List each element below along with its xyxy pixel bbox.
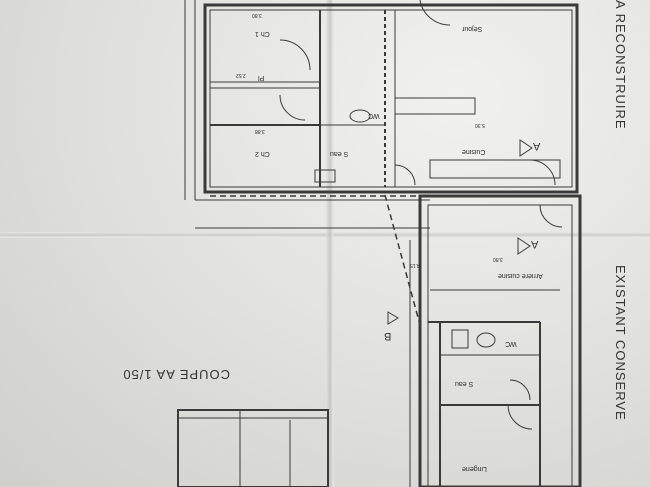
- room-label-ch2: Ch 2: [255, 150, 270, 157]
- section-arrow: [387, 311, 399, 325]
- door-swing: [279, 39, 311, 71]
- heading-existant-conserve: EXISTANT CONSERVE: [613, 265, 628, 421]
- room-label-sejour: Séjour: [462, 25, 483, 32]
- upper-wall-outline: [203, 3, 579, 194]
- room-label-pl: Pl: [258, 74, 265, 81]
- paper-fold-horizontal: [0, 232, 650, 238]
- section-line: [384, 194, 421, 326]
- upper-wall-inner: [209, 9, 573, 188]
- section-arrow: [519, 139, 533, 157]
- room-label-cuisine: Cuisine: [462, 148, 486, 155]
- basin-fixture: [314, 169, 336, 183]
- door-swing: [529, 159, 556, 186]
- heading-a-reconstruire: A RECONSTRUIRE: [613, 0, 628, 130]
- room-label-wc-lower: WC: [505, 340, 517, 347]
- room-label-seau-lower: S eau: [455, 380, 474, 387]
- toilet-fixture: [349, 109, 371, 123]
- dimension-figure: 4.15: [410, 262, 420, 268]
- section-mark-a-middle: A: [531, 238, 539, 250]
- room-label-ch1: Ch 1: [255, 30, 270, 37]
- door-swing: [539, 204, 563, 228]
- dimension-figure: 3.80: [493, 256, 503, 262]
- lower-wall-inner: [427, 204, 573, 487]
- lower-wall-outline: [418, 194, 582, 487]
- door-swing: [509, 379, 531, 401]
- door-swing: [279, 94, 306, 121]
- paper-fold-vertical: [326, 0, 334, 487]
- door-swing: [419, 0, 451, 26]
- kitchen-counter: [394, 97, 476, 115]
- dimension-figure: 2.52: [236, 72, 246, 78]
- toilet-fixture: [476, 332, 496, 348]
- kitchen-counter: [429, 159, 561, 179]
- room-label-seau-upper: S eau: [330, 150, 349, 157]
- door-swing: [394, 164, 416, 186]
- section-arrow: [517, 237, 531, 255]
- dimension-figure: 3.88: [255, 128, 265, 134]
- dimension-figure: 3.80: [252, 12, 262, 18]
- door-swing: [507, 404, 533, 430]
- room-label-wc-upper: WC: [368, 112, 380, 119]
- dimension-figure: 5.30: [475, 122, 485, 128]
- room-label-lingerie: Lingerie: [462, 465, 487, 472]
- section-mark-b: B: [384, 330, 392, 342]
- room-label-arriere-cuisine: Arrière cuisine: [498, 272, 543, 279]
- basin-fixture: [451, 329, 469, 349]
- section-mark-a-upper: A: [533, 140, 541, 152]
- section-drawing-outline: [177, 409, 329, 487]
- heading-coupe-aa: COUPE AA 1/50: [122, 367, 230, 382]
